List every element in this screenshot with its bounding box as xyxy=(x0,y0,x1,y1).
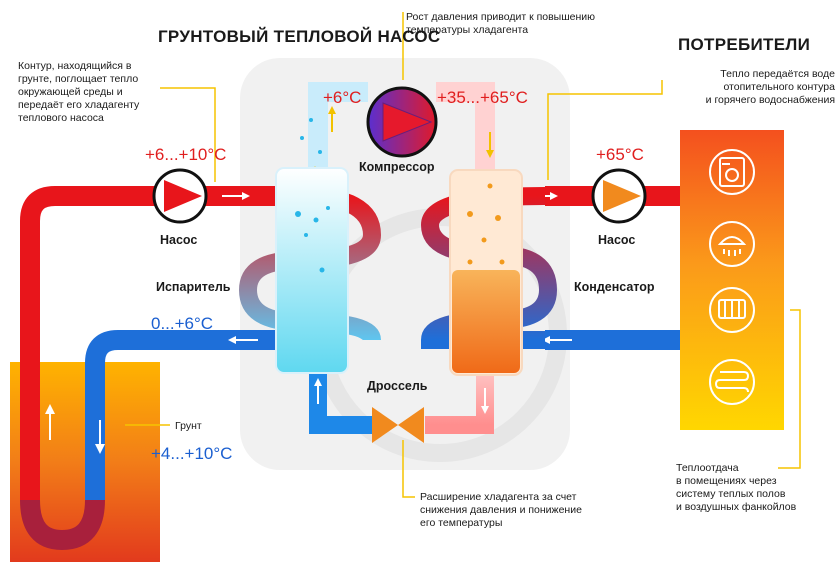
throttle-valve-right xyxy=(398,407,424,443)
evaporator-bubbles xyxy=(295,118,330,273)
consumer-icons xyxy=(709,149,755,405)
consumer-panel xyxy=(680,130,784,430)
temp-ground: +4...+10°C xyxy=(151,444,233,463)
pump-left-arrow xyxy=(164,180,202,212)
throttle-valve-left xyxy=(372,407,398,443)
note-heat-output: Теплоотдача в помещениях через систему т… xyxy=(676,462,797,513)
compressor-label: Компрессор xyxy=(359,160,435,174)
main-title: ГРУНТОВЫЙ ТЕПЛОВОЙ НАСОС xyxy=(158,27,441,46)
ground-arrow-down-head xyxy=(95,444,105,454)
note-expansion: Расширение хладагента за счет снижения д… xyxy=(420,491,582,529)
note-ground-absorb: Контур, находящийся в грунте, поглощает … xyxy=(18,60,140,124)
ground-loop-u-bend xyxy=(20,499,105,551)
temp-compressor-out: +35...+65°C xyxy=(437,88,528,107)
note-ground: Грунт xyxy=(175,420,202,432)
pump-left-label: Насос xyxy=(160,233,198,247)
evaporator-tank xyxy=(275,167,349,374)
consumers-title: ПОТРЕБИТЕЛИ xyxy=(678,35,811,54)
callout-lines xyxy=(125,12,801,498)
temp-pump-out: +65°C xyxy=(596,145,644,164)
refrigerant-from-compressor xyxy=(436,82,495,170)
temp-compressor-in: +6°C xyxy=(323,88,362,107)
temp-return-evaporator: 0...+6°C xyxy=(151,314,214,333)
pump-right-label: Насос xyxy=(598,233,636,247)
note-pressure: Рост давления приводит к повышению темпе… xyxy=(406,11,596,36)
note-heat-transfer: Тепло передаётся воде отопительного конт… xyxy=(705,68,835,106)
condenser-label: Конденсатор xyxy=(574,280,655,294)
floor-heating-icon xyxy=(709,359,755,405)
refrigerant-to-compressor xyxy=(308,82,368,168)
washing-machine-icon xyxy=(709,149,755,195)
condenser-drops xyxy=(467,183,505,265)
temp-pump-in: +6...+10°C xyxy=(145,145,227,164)
ground-arrow-up-head xyxy=(45,404,55,414)
shower-icon xyxy=(709,221,755,267)
ground-loop-supply-pipe xyxy=(20,186,300,500)
condenser-liquid xyxy=(452,270,520,373)
ground-loop-return-pipe xyxy=(85,330,300,500)
compressor-arrow xyxy=(382,102,433,142)
radiator-icon xyxy=(709,287,755,333)
throttle-label: Дроссель xyxy=(367,379,428,393)
pump-right-arrow xyxy=(603,180,641,212)
evaporator-label: Испаритель xyxy=(156,280,231,294)
